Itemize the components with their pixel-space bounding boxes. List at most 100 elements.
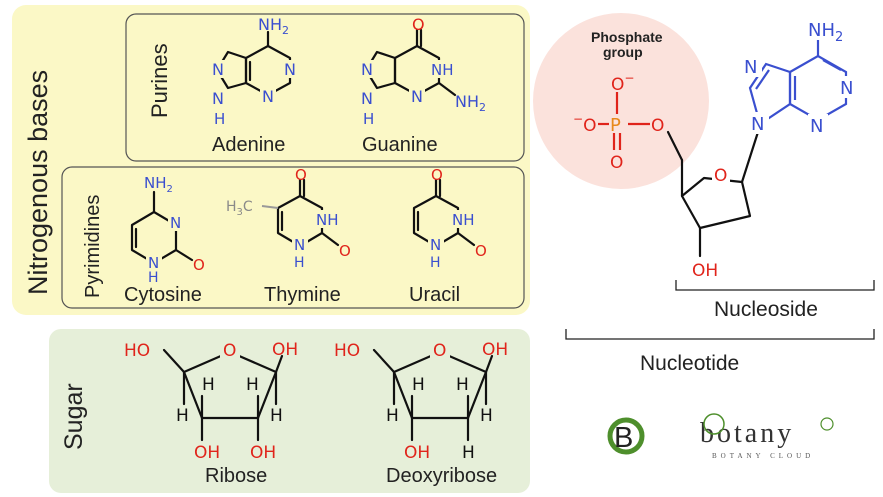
- deoxyribose-c1-h: H: [480, 406, 493, 426]
- thymine-h1: H: [294, 255, 305, 271]
- deoxyribose-c2-h-lower: H: [462, 443, 475, 463]
- cytosine-h1: H: [148, 270, 159, 286]
- nucleotide-adenine-n1: N: [840, 78, 853, 99]
- deoxyribose-structure: [372, 340, 494, 442]
- deoxyribose-c4-h: H: [386, 406, 399, 426]
- deoxyribose-c3-h: H: [412, 375, 425, 395]
- guanine-structure: [360, 28, 457, 107]
- adenine-n3: N: [262, 87, 274, 106]
- nucleotide-sugar-ring: [680, 130, 760, 258]
- ribose-c4-h: H: [176, 406, 189, 426]
- phosphate-group-label-line1: Phosphate: [591, 29, 663, 45]
- b-logo: B: [607, 417, 645, 455]
- adenine-nh9: N: [212, 89, 224, 108]
- purines-box: [125, 13, 525, 162]
- botany-logo: botany BOTANY CLOUD: [700, 413, 834, 460]
- deoxyribose-ring-o: O: [433, 341, 446, 361]
- deoxyribose-name: Deoxyribose: [386, 465, 497, 487]
- nucleoside-label: Nucleoside: [714, 298, 818, 321]
- deoxyribose-ho: HO: [334, 341, 360, 361]
- thymine-methyl: H3C: [226, 199, 253, 218]
- nucleotide-adenine-n9: N: [751, 114, 764, 135]
- phosphate-o-bridge: O: [651, 116, 664, 136]
- cytosine-structure: [130, 190, 194, 271]
- phosphate-o-bottom: O: [610, 153, 623, 173]
- adenine-n1: N: [284, 60, 296, 79]
- ribose-c1-h: H: [270, 406, 283, 426]
- svg-text:B: B: [614, 422, 633, 454]
- guanine-o: O: [412, 15, 425, 34]
- thymine-n1: N: [294, 236, 305, 254]
- nitrogenous-bases-title: Nitrogenous bases: [23, 70, 53, 295]
- guanine-name: Guanine: [362, 134, 438, 156]
- guanine-nh9: N: [361, 89, 373, 108]
- cytosine-n3: N: [170, 214, 181, 232]
- nucleoside-bracket: [675, 280, 875, 291]
- uracil-h1: H: [430, 255, 441, 271]
- adenine-h9: H: [214, 110, 225, 128]
- sugar-title: Sugar: [60, 383, 88, 450]
- nucleotide-adenine-n3: N: [810, 116, 823, 137]
- guanine-n7: N: [361, 60, 373, 79]
- phosphate-group-circle: [533, 13, 709, 189]
- adenine-n7: N: [212, 60, 224, 79]
- svg-text:BOTANY CLOUD: BOTANY CLOUD: [712, 452, 814, 460]
- uracil-nh3: NH: [452, 211, 475, 229]
- ribose-c2-oh: OH: [250, 443, 276, 463]
- ribose-c3-h: H: [202, 375, 215, 395]
- thymine-o2: O: [339, 242, 351, 260]
- nucleotide-adenine: [742, 40, 858, 136]
- cytosine-name: Cytosine: [124, 284, 202, 306]
- deoxyribose-c3-oh: OH: [404, 443, 430, 463]
- svg-text:NH2: NH2: [144, 174, 173, 195]
- guanine-h9: H: [363, 110, 374, 128]
- ribose-structure: [162, 340, 284, 442]
- svg-text:O−: O−: [611, 71, 634, 95]
- phosphate-group-label-line2: group: [603, 44, 643, 60]
- thymine-o4: O: [295, 166, 307, 184]
- uracil-o2: O: [475, 242, 487, 260]
- deoxyribose-c2-h: H: [456, 375, 469, 395]
- nucleotide-adenine-nh2: NH: [808, 20, 835, 41]
- adenine-name: Adenine: [212, 134, 285, 156]
- nucleotide-adenine-n7: N: [744, 57, 757, 78]
- thymine-nh3: NH: [316, 211, 339, 229]
- phosphate-bonds: [598, 92, 684, 162]
- ribose-name: Ribose: [205, 465, 267, 487]
- ribose-ring-o: O: [223, 341, 236, 361]
- ribose-c3-oh: OH: [194, 443, 220, 463]
- ribose-c1-oh: OH: [272, 340, 298, 360]
- guanine-nh1: NH: [431, 61, 454, 79]
- pyrimidines-label: Pyrimidines: [82, 195, 104, 298]
- nucleotide-ring-o: O: [714, 166, 727, 186]
- nucleotide-label: Nucleotide: [640, 352, 739, 375]
- pyrimidines-box: [61, 166, 525, 309]
- adenine-structure: [211, 30, 297, 107]
- phosphate-o-top: O: [611, 75, 624, 95]
- svg-text:NH2: NH2: [455, 92, 486, 114]
- nucleotide-3-oh: OH: [692, 261, 718, 281]
- purines-label: Purines: [147, 43, 172, 118]
- thymine-structure: [261, 178, 340, 254]
- adenine-nh2: NH: [258, 15, 282, 34]
- phosphate-o-left-minus: −: [573, 112, 583, 126]
- cytosine-o: O: [193, 256, 205, 274]
- ribose-c2-h: H: [246, 375, 259, 395]
- ribose-ho: HO: [124, 341, 150, 361]
- nucleotide-bracket: [565, 329, 875, 340]
- uracil-n1: N: [430, 236, 441, 254]
- cytosine-nh2: NH: [144, 174, 167, 192]
- uracil-o4: O: [431, 166, 443, 184]
- uracil-structure: [412, 178, 476, 254]
- cytosine-n1: N: [148, 254, 159, 272]
- sugar-panel: [49, 329, 530, 493]
- thymine-name: Thymine: [264, 284, 341, 306]
- svg-text:−O: −O: [573, 112, 596, 136]
- guanine-n3: N: [411, 87, 423, 106]
- guanine-nh2: NH: [455, 92, 479, 111]
- svg-text:NH2: NH2: [258, 15, 289, 37]
- uracil-name: Uracil: [409, 284, 460, 306]
- svg-text:NH2: NH2: [808, 20, 843, 45]
- nitrogenous-bases-panel: [12, 5, 530, 315]
